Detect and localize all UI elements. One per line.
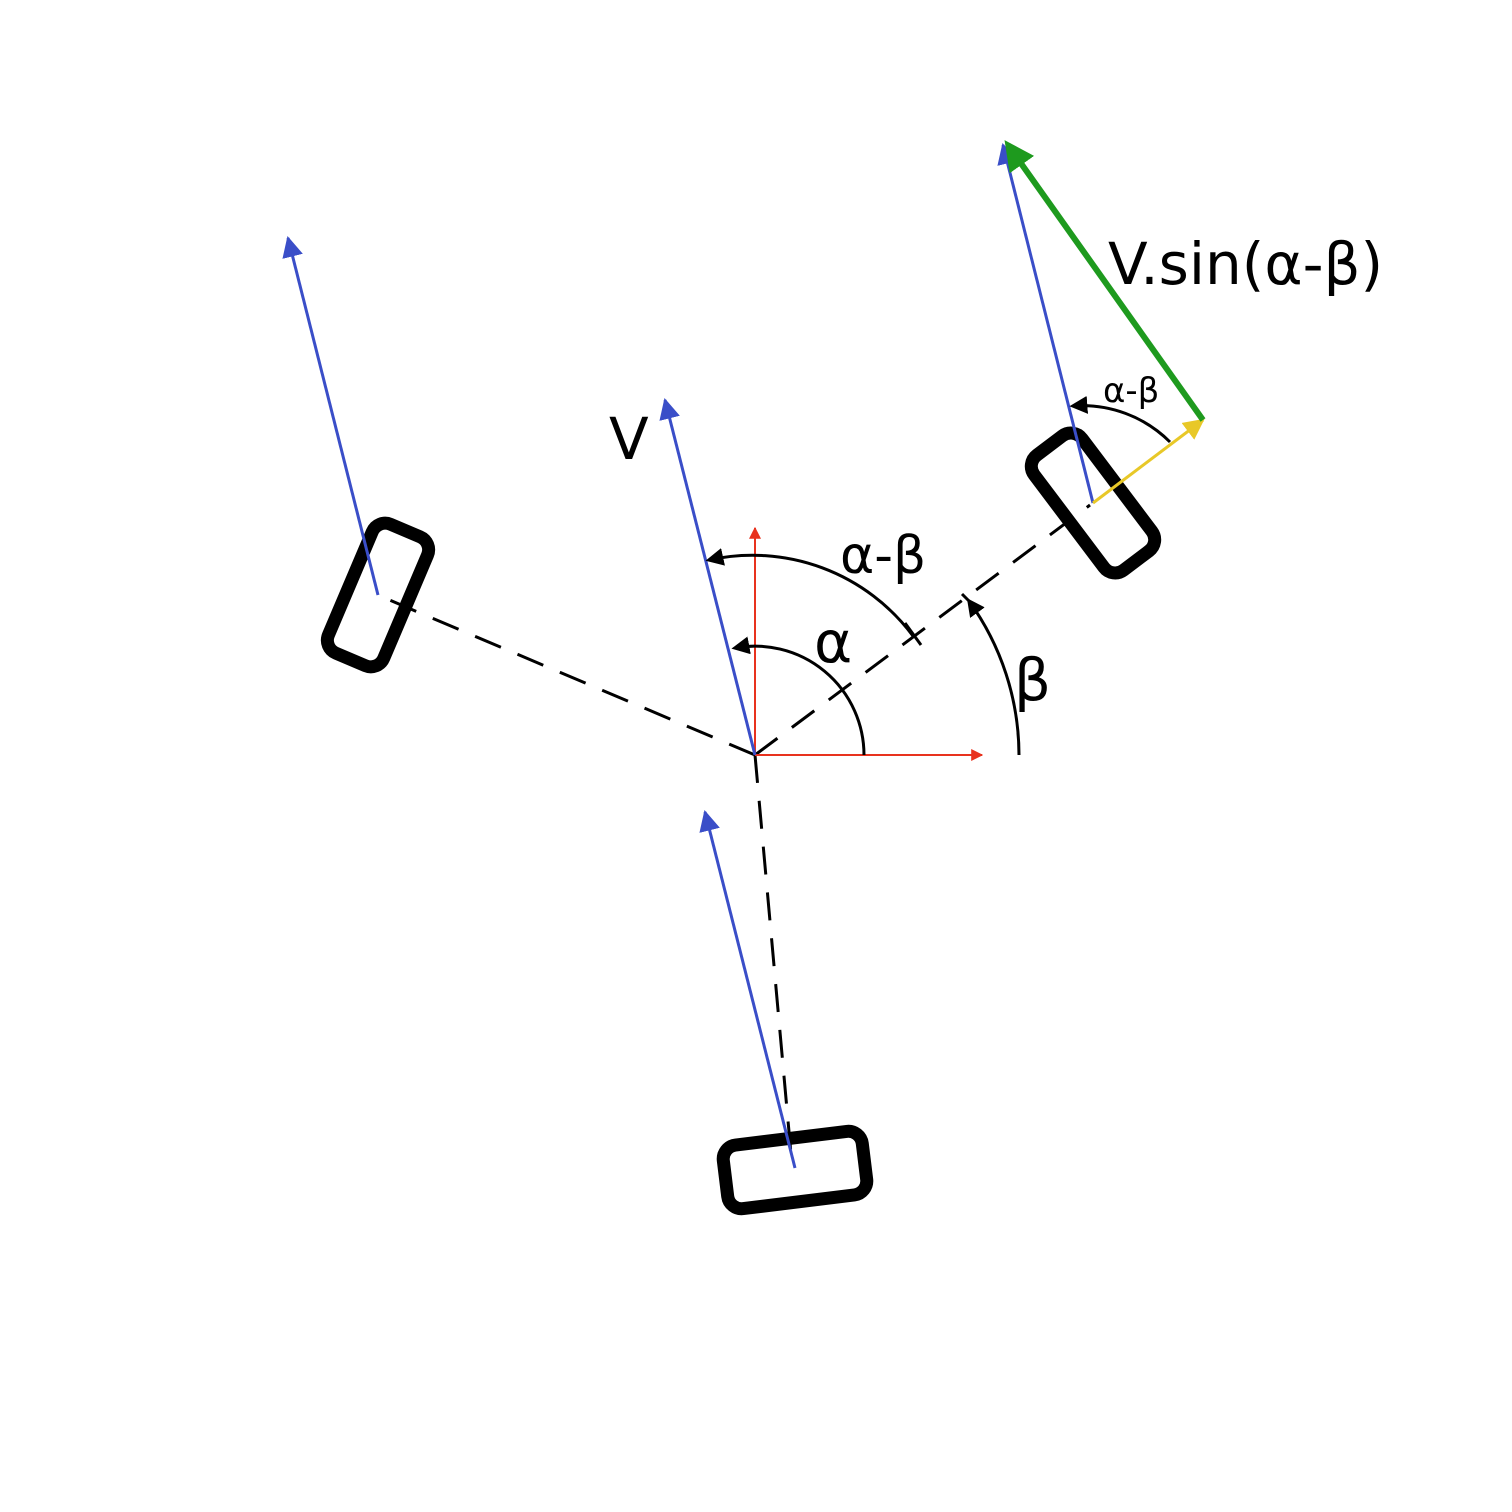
beta-arc — [966, 598, 1021, 756]
velocity-vector-center — [659, 397, 757, 756]
beta-label: β — [1014, 646, 1051, 714]
velocity-label: V — [609, 405, 649, 473]
alpha-minus-beta-label: α-β — [840, 526, 926, 586]
dashed-line-to-right-wheel — [754, 503, 1091, 757]
left-wheel — [320, 516, 436, 674]
bottom-wheel — [716, 1124, 874, 1216]
alpha-minus-beta-arc — [705, 548, 915, 637]
alpha-minus-beta-arc-tick — [903, 622, 923, 646]
velocity-vector-bottom-wheel — [699, 809, 797, 1169]
beta-arc-tick — [960, 592, 978, 610]
small-alpha-minus-beta-label: α-β — [1103, 371, 1159, 411]
velocity-vector-left-wheel — [282, 235, 380, 596]
small-alpha-minus-beta-arc — [1069, 395, 1172, 444]
velocity-vector-right-wheel — [997, 142, 1095, 504]
alpha-label: α — [814, 608, 852, 676]
wheel-direction-component — [1092, 418, 1205, 505]
perpendicular-component-vector — [1004, 140, 1206, 422]
dashed-line-to-left-wheel — [379, 594, 756, 757]
dashed-line-to-bottom-wheel — [753, 754, 794, 1166]
v-sin-alpha-minus-beta-label: V.sin(α-β) — [1108, 230, 1383, 298]
alpha-arc — [731, 636, 866, 756]
